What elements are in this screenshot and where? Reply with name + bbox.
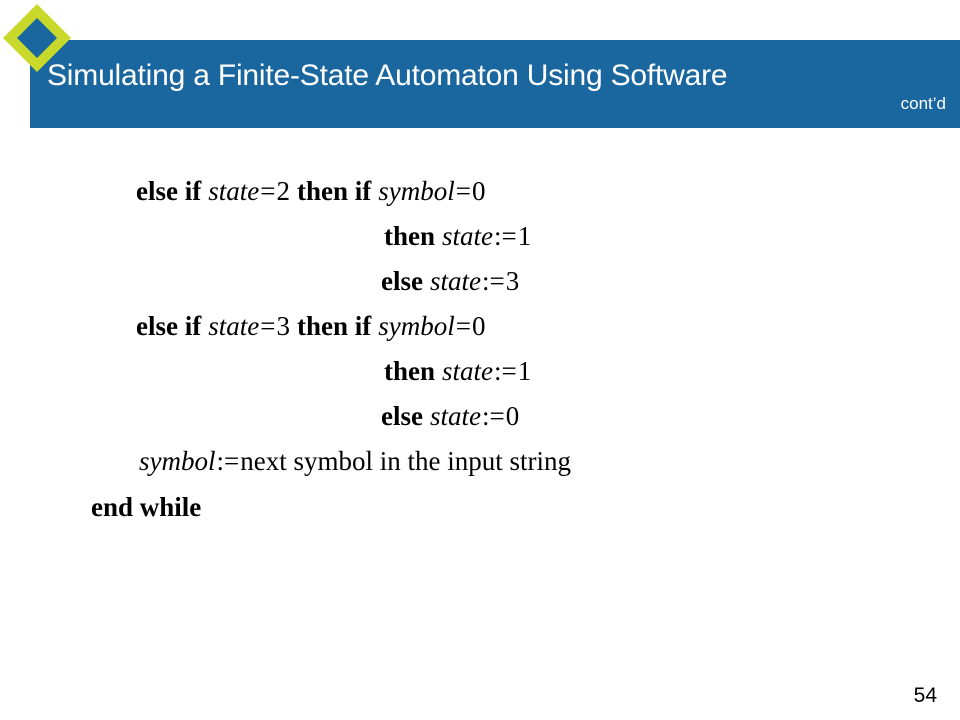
code-token-rom: next symbol in the input string bbox=[240, 446, 571, 476]
code-token-var: state bbox=[429, 266, 481, 296]
code-token-op: := bbox=[494, 221, 517, 251]
code-token-var: state bbox=[208, 176, 260, 206]
code-token-var: state bbox=[442, 221, 494, 251]
header-banner-bar bbox=[30, 40, 960, 128]
code-token-num: 1 bbox=[517, 356, 532, 386]
code-token-num: 0 bbox=[471, 176, 486, 206]
code-token-kw: else if bbox=[136, 311, 202, 341]
code-token-var: state bbox=[208, 311, 260, 341]
code-token-kw: else if bbox=[136, 176, 202, 206]
slide-header: Simulating a Finite-State Automaton Usin… bbox=[0, 0, 960, 140]
code-token-kw: then if bbox=[296, 311, 372, 341]
code-token-op: := bbox=[481, 401, 505, 431]
code-token-num: 0 bbox=[471, 311, 486, 341]
code-token-kw: else bbox=[381, 401, 423, 431]
code-token-kw: end while bbox=[91, 492, 202, 522]
code-token-kw: else bbox=[381, 266, 423, 296]
code-token-num: 3 bbox=[276, 311, 290, 341]
code-token-num: 1 bbox=[517, 221, 532, 251]
code-token-op: = bbox=[260, 311, 276, 341]
code-token-var: state bbox=[442, 356, 494, 386]
code-token-op: := bbox=[481, 266, 505, 296]
code-token-op: := bbox=[494, 356, 517, 386]
continuation-label: cont’d bbox=[900, 94, 946, 113]
page-number: 54 bbox=[913, 684, 937, 707]
code-token-kw: then bbox=[384, 356, 436, 386]
code-token-op: = bbox=[455, 176, 471, 206]
code-token-num: 0 bbox=[505, 401, 520, 431]
code-token-var: state bbox=[429, 401, 481, 431]
diamond-logo-icon bbox=[1, 2, 73, 74]
code-token-var: symbol bbox=[378, 311, 455, 341]
page-title: Simulating a Finite-State Automaton Usin… bbox=[47, 59, 728, 92]
line-symbol-next: symbol:=next symbol in the input string bbox=[139, 446, 571, 476]
code-token-kw: then if bbox=[296, 176, 372, 206]
code-token-op: = bbox=[455, 311, 471, 341]
code-token-var: symbol bbox=[378, 176, 455, 206]
line-end-while: end while bbox=[91, 492, 201, 522]
code-token-num: 3 bbox=[505, 266, 520, 296]
code-token-num: 2 bbox=[276, 176, 290, 206]
code-token-kw: then bbox=[384, 221, 436, 251]
code-token-op: = bbox=[260, 176, 276, 206]
code-token-op: := bbox=[216, 446, 240, 476]
code-token-var: symbol bbox=[139, 446, 216, 476]
